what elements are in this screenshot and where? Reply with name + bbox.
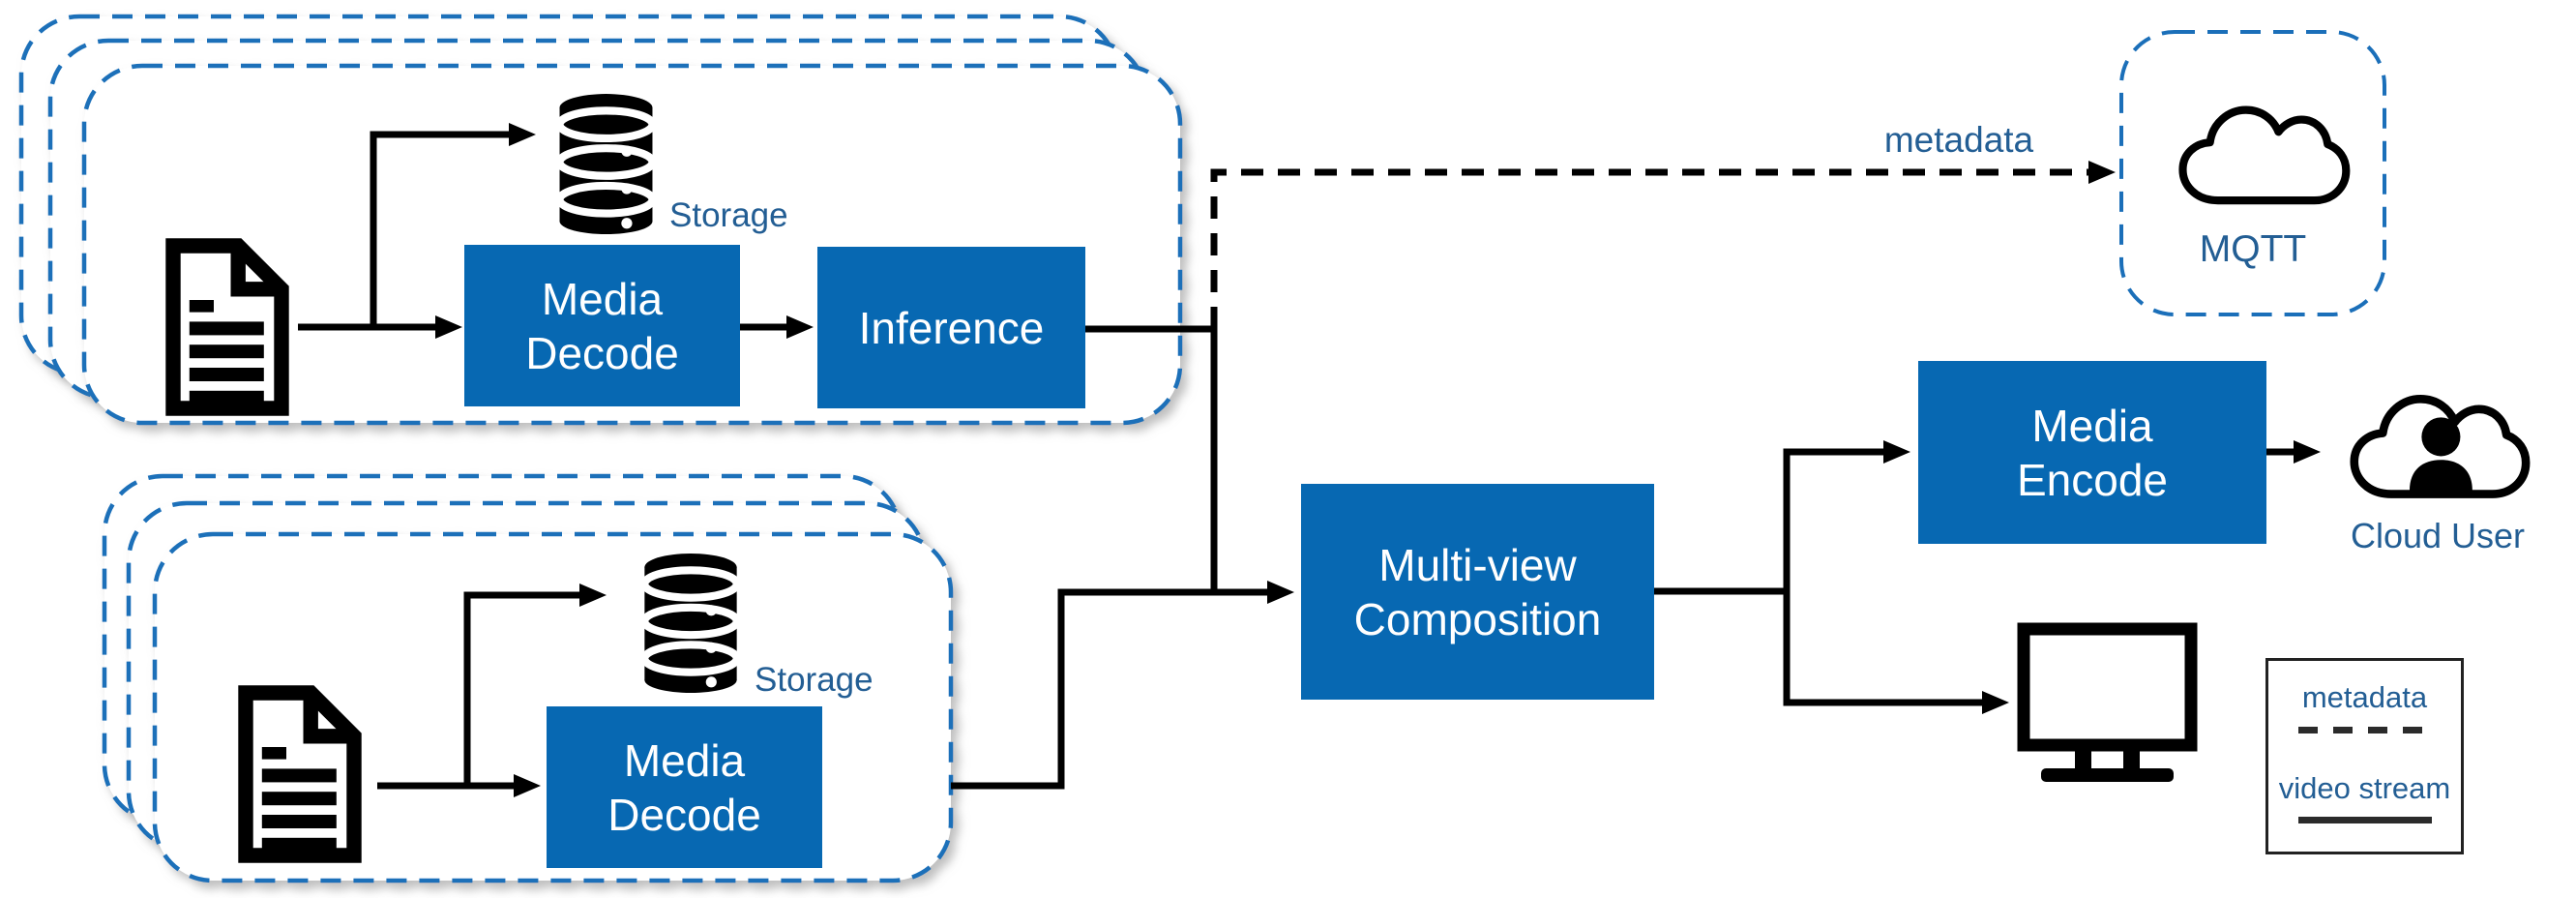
media-decode-box-bottom: Media Decode — [547, 706, 822, 868]
inference-box: Inference — [817, 247, 1085, 408]
storage-label: Storage — [669, 196, 788, 234]
media-encode-label: Media Encode — [2016, 400, 2168, 505]
media-decode-box-top: Media Decode — [464, 245, 740, 406]
legend-box: metadata video stream — [2265, 658, 2464, 854]
database-storage-icon — [555, 94, 657, 234]
document-icon — [238, 685, 362, 863]
arrow-branch-to-storage-top — [370, 123, 536, 327]
multiview-composition-label: Multi-view Composition — [1353, 539, 1602, 644]
arrow-streams-to-multiview — [951, 581, 1294, 790]
user-shoulders — [2409, 460, 2472, 491]
connectors — [298, 123, 2321, 797]
cloud-user-label: Cloud User — [2350, 516, 2526, 555]
monitor-icon — [2017, 622, 2198, 782]
media-encode-box: Media Encode — [1918, 361, 2266, 544]
media-decode-label: Media Decode — [525, 273, 679, 378]
legend-dashed-line-sample — [2298, 727, 2430, 733]
mqtt-label: MQTT — [2199, 228, 2307, 270]
arrow-branch-to-storage-bottom — [463, 584, 607, 786]
cloud-user-icon — [2350, 395, 2531, 498]
legend-metadata-label: metadata — [2301, 680, 2428, 714]
arrow-multiview-to-monitor — [1783, 591, 2009, 714]
legend-video-stream-label: video stream — [2278, 771, 2451, 805]
user-head — [2421, 417, 2461, 457]
cloud-icon — [2178, 105, 2351, 205]
storage-label: Storage — [755, 661, 873, 699]
arrow-metadata-to-mqtt — [1210, 161, 2116, 329]
multiview-composition-box: Multi-view Composition — [1301, 484, 1654, 700]
metadata-flow-label: metadata — [1883, 120, 2034, 160]
database-storage-icon — [640, 554, 741, 693]
media-decode-label: Media Decode — [607, 734, 761, 840]
arrow-multiview-to-encode — [1654, 440, 1910, 595]
inference-label: Inference — [858, 302, 1045, 353]
document-icon — [165, 238, 289, 416]
legend-solid-line-sample — [2298, 817, 2432, 823]
